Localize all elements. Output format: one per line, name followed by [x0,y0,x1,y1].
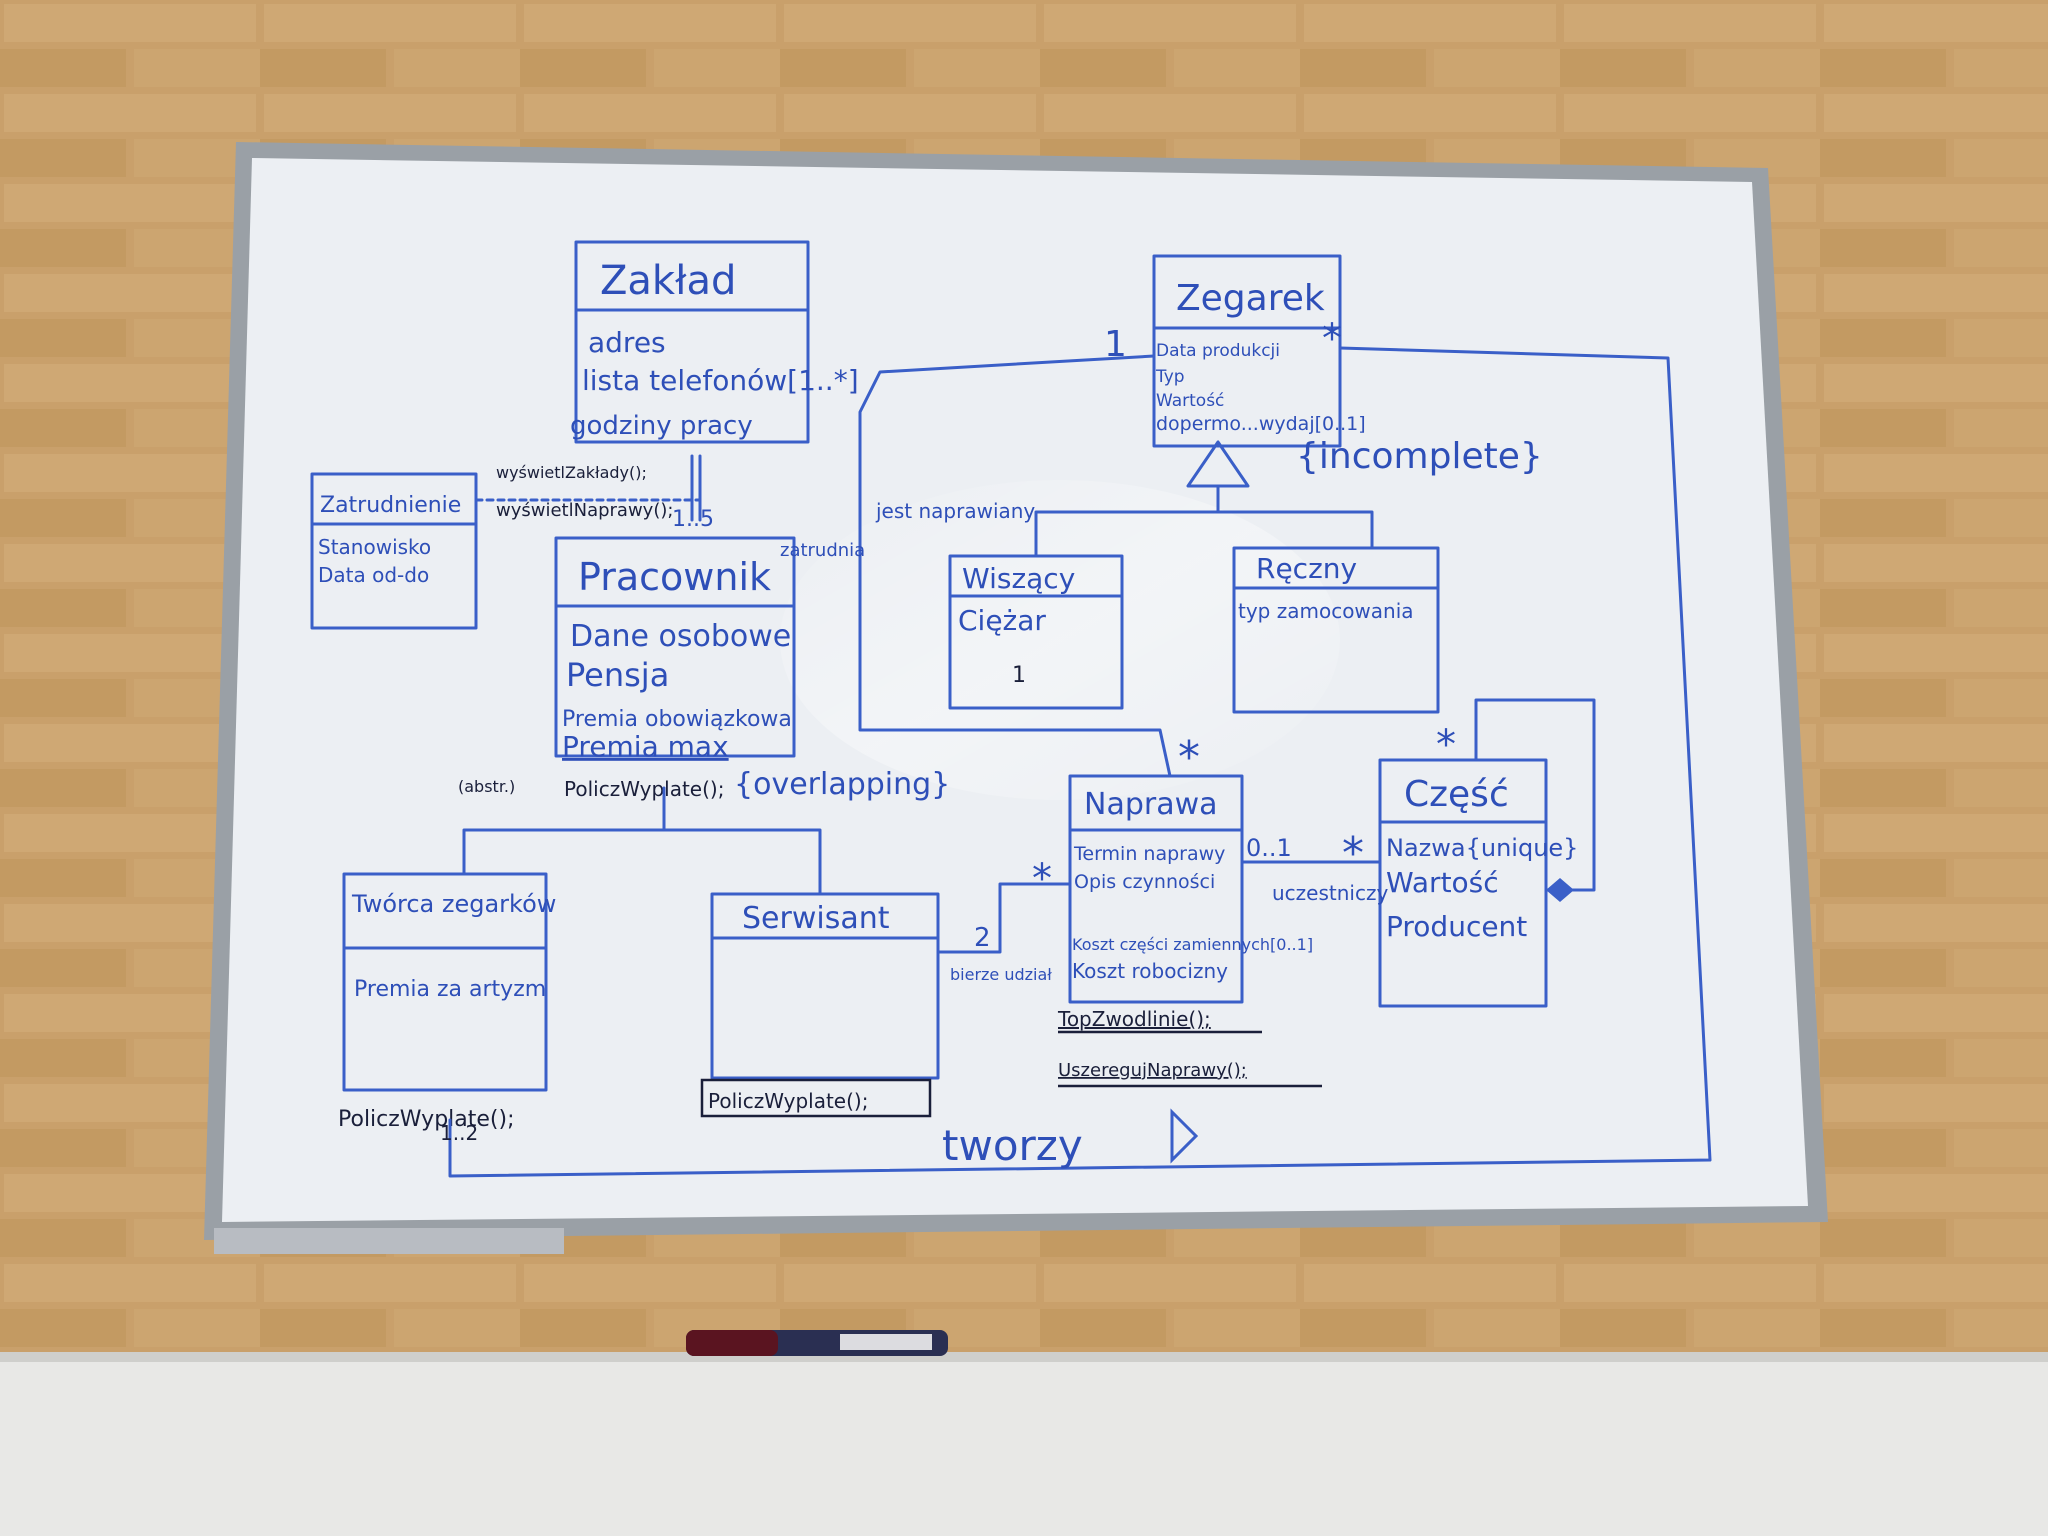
class-czesc: Część Nazwa{unique} Wartość Producent [1378,758,1578,1008]
class-reczny-name: Ręczny [1256,552,1357,585]
mult-one-zegarek: 1 [1104,324,1127,365]
class-naprawa-attr-1: Termin naprawy [1073,843,1225,865]
label-mult-1-5: 1..5 [672,507,714,532]
class-zaklad-name: Zakład [600,258,736,304]
connectors [448,346,1712,1178]
shelf [0,1352,2048,1536]
class-serwisant: Serwisant PoliczWyplate(); [700,892,940,1118]
composition-diamond-icon [1546,878,1574,902]
mult-star-czesc: * [1342,828,1364,879]
class-czesc-attr-1: Nazwa{unique} [1386,834,1578,862]
class-pracownik-name: Pracownik [578,555,771,599]
mult-two: 2 [974,923,991,953]
mult-ciezar-one: 1 [1012,663,1026,688]
label-incomplete: {incomplete} [1296,436,1543,477]
class-tworca-attr-1: Premia za artyzm [354,977,546,1002]
class-serwisant-op: PoliczWyplate(); [708,1089,868,1113]
label-abstract-tag: (abstr.) [458,777,515,796]
label-zaklad-op-2: wyświetlNaprawy(); [496,500,673,521]
mult-zero-one: 0..1 [1246,834,1292,862]
class-czesc-attr-3: Producent [1386,910,1527,943]
label-zaklad-op-1: wyświetlZakłady(); [496,463,647,482]
label-uczestniczy: uczestniczy [1272,881,1388,905]
class-zaklad-attr-2: lista telefonów[1..*] [582,364,859,397]
class-zegarek: Zegarek Data produkcji Typ Wartość doper… [1152,254,1366,448]
class-zatrudnienie-attr-1: Stanowisko [318,535,431,559]
marker-tray [214,1228,564,1254]
class-pracownik-attr-1: Dane osobowe [570,619,791,654]
glare [780,480,1340,800]
shelf-edge [0,1352,2048,1362]
direction-arrow-icon [1170,1108,1199,1164]
mult-star-zegarek: * [1322,316,1342,362]
mult-star-czesc-top: * [1436,722,1456,768]
class-naprawa-attr-2: Opis czynności [1074,871,1215,893]
class-naprawa-attr-4: Koszt robocizny [1072,959,1228,983]
class-wiszacy: Wiszący Ciężar 1 [948,554,1124,710]
marker-label [840,1334,932,1350]
label-bierze-udzial: bierze udział [950,965,1052,984]
label-zatrudnia: zatrudnia [780,540,865,561]
class-czesc-name: Część [1404,774,1509,815]
class-naprawa-name: Naprawa [1084,787,1218,822]
class-pracownik-attr-3: Premia obowiązkowa [562,707,792,732]
class-reczny: Ręczny typ zamocowania [1232,546,1440,714]
class-tworca-op: PoliczWyplate(); [338,1107,515,1132]
class-pracownik: Pracownik Dane osobowe Pensja Premia obo… [554,536,796,801]
class-zegarek-name: Zegarek [1176,278,1325,319]
class-naprawa-attr-3: Koszt części zamiennych[0..1] [1072,935,1313,954]
class-zatrudnienie-attr-2: Data od-do [318,563,429,587]
label-tworzy: tworzy [942,1121,1083,1170]
label-top-zwodlinie: TopZwodlinie(); [1057,1007,1211,1031]
class-zegarek-attr-3: Wartość [1156,391,1224,411]
class-pracownik-attr-4: Premia max [562,730,729,763]
class-pracownik-attr-2: Pensja [566,656,669,694]
class-zatrudnienie: Zatrudnienie Stanowisko Data od-do [310,472,478,630]
class-reczny-attr-1: typ zamocowania [1238,599,1414,623]
class-zegarek-attr-2: Typ [1155,367,1185,387]
class-pracownik-op: PoliczWyplate(); [564,777,724,801]
mult-two-tworca: 1..2 [440,1121,478,1145]
mult-star-naprawa-top: * [1178,732,1200,783]
label-overlapping: {overlapping} [734,767,950,802]
class-zegarek-attr-4: dopermo...wydaj[0..1] [1156,413,1366,435]
class-zegarek-attr-1: Data produkcji [1156,341,1280,361]
class-tworca-name: Twórca zegarków [351,890,556,918]
class-czesc-attr-2: Wartość [1386,866,1499,899]
class-serwisant-name: Serwisant [742,901,890,936]
label-jest-naprawiany: jest naprawiany [875,499,1035,523]
mult-star-serwis: * [1032,856,1052,902]
label-uszereguj: UszeregujNaprawy(); [1058,1060,1247,1081]
class-wiszacy-name: Wiszący [962,562,1075,595]
class-zaklad-attr-1: adres [588,326,666,359]
class-wiszacy-attr-1: Ciężar [958,604,1046,637]
class-zatrudnienie-name: Zatrudnienie [320,493,461,518]
class-naprawa: Naprawa Termin naprawy Opis czynności Ko… [1068,774,1313,1004]
class-tworca: Twórca zegarków Premia za artyzm PoliczW… [338,872,556,1132]
class-zaklad: Zakład adres lista telefonów[1..*] godzi… [570,240,859,444]
class-zaklad-attr-3: godziny pracy [570,411,753,441]
marker-cap [686,1330,778,1356]
